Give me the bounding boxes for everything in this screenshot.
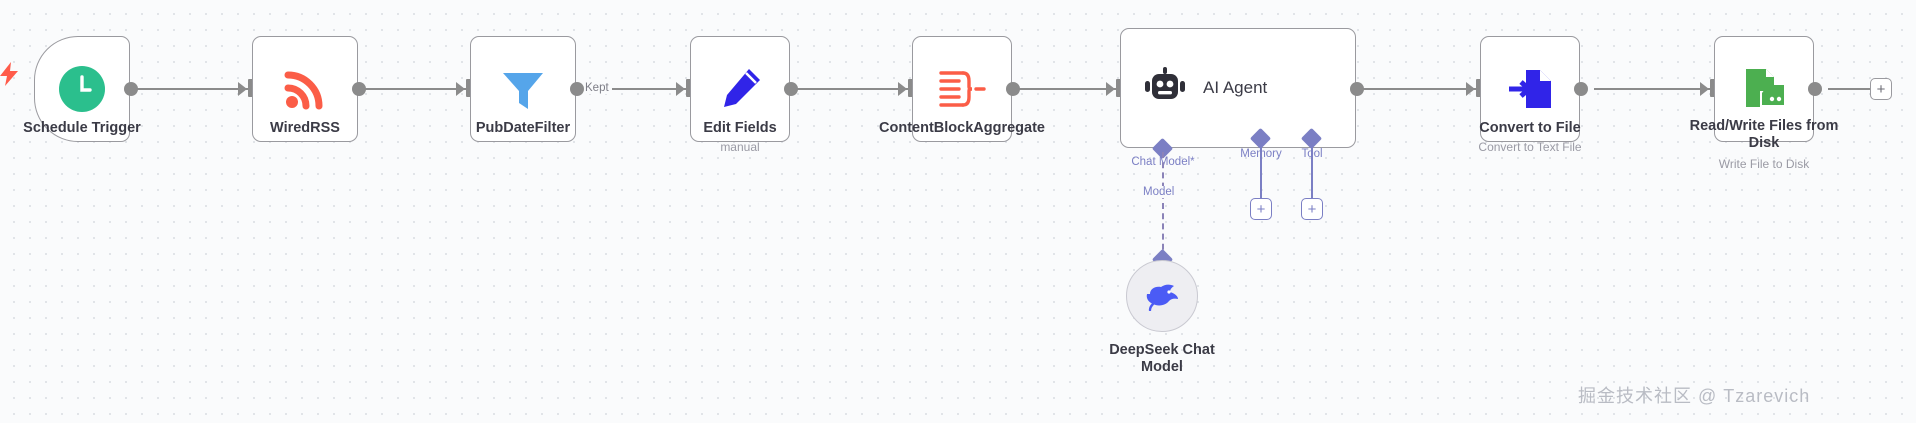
filter-funnel-icon: [503, 73, 543, 109]
edge-chat-model-dashed: [1162, 152, 1164, 260]
node-label-content-block-aggregate: ContentBlockAggregate: [879, 120, 1045, 136]
node-content-block-aggregate[interactable]: [912, 36, 1012, 142]
edge-arrow: [238, 82, 247, 96]
output-port-wired-rss[interactable]: [352, 82, 366, 96]
node-label-wired-rss: WiredRSS: [270, 120, 340, 136]
output-port-convert-to-file[interactable]: [1574, 82, 1588, 96]
edge-readwrite-to-add: [1828, 88, 1870, 90]
input-port-convert-to-file[interactable]: [1476, 79, 1483, 97]
output-port-content-block-aggregate[interactable]: [1006, 82, 1020, 96]
node-subtitle-edit-fields: manual: [720, 140, 760, 154]
node-schedule-trigger[interactable]: [34, 36, 130, 142]
edge-filter-to-edit: [570, 88, 690, 90]
edge-arrow: [1700, 82, 1709, 96]
watermark-text: 掘金技术社区 @ Tzarevich: [1578, 386, 1811, 406]
edge-arrow: [1466, 82, 1475, 96]
input-port-wired-rss[interactable]: [248, 79, 255, 97]
node-label-edit-fields: Edit Fields: [703, 120, 777, 136]
node-edit-fields[interactable]: [690, 36, 790, 142]
node-label-pub-date-filter: PubDateFilter: [475, 120, 571, 136]
node-pub-date-filter[interactable]: [470, 36, 576, 142]
edge-agent-to-convert: [1356, 88, 1480, 90]
node-ai-agent[interactable]: AI Agent: [1120, 28, 1356, 148]
edge-memory-line: [1260, 142, 1262, 202]
lightning-bolt-icon: [0, 62, 18, 90]
output-port-pub-date-filter[interactable]: [570, 82, 584, 96]
clock-icon: [59, 66, 105, 112]
node-label-convert-to-file: Convert to File: [1479, 120, 1581, 136]
edge-trigger-to-rss: [130, 88, 252, 90]
rss-icon: [284, 71, 323, 110]
node-label-read-write-files: Read/Write Files from Disk: [1689, 118, 1839, 151]
output-port-ai-agent[interactable]: [1350, 82, 1364, 96]
input-port-content-block-aggregate[interactable]: [908, 79, 915, 97]
edge-arrow: [898, 82, 907, 96]
edge-convert-to-readwrite: [1594, 88, 1714, 90]
input-port-ai-agent[interactable]: [1116, 79, 1123, 97]
aggregate-icon: [939, 71, 986, 107]
file-disk-icon: [1746, 69, 1784, 107]
node-deepseek-chat-model[interactable]: [1126, 260, 1198, 332]
output-port-edit-fields[interactable]: [784, 82, 798, 96]
edge-arrow: [456, 82, 465, 96]
node-label-schedule-trigger: Schedule Trigger: [23, 120, 141, 136]
add-node-button[interactable]: +: [1870, 78, 1892, 100]
edge-rss-to-filter: [358, 88, 470, 90]
output-port-read-write-files[interactable]: [1808, 82, 1822, 96]
edge-label-kept: Kept: [582, 82, 612, 94]
add-tool-button[interactable]: +: [1301, 198, 1323, 220]
node-subtitle-convert-to-file: Convert to Text File: [1478, 140, 1582, 154]
input-port-pub-date-filter[interactable]: [466, 79, 473, 97]
edge-edit-to-aggregate: [790, 88, 912, 90]
node-subtitle-read-write-files: Write File to Disk: [1718, 157, 1810, 171]
output-port-schedule-trigger[interactable]: [124, 82, 138, 96]
edge-arrow: [676, 82, 685, 96]
deepseek-whale-icon: [1146, 284, 1178, 311]
node-convert-to-file[interactable]: [1480, 36, 1580, 142]
pencil-icon: [724, 69, 760, 107]
edge-aggregate-to-agent: [1012, 88, 1120, 90]
convert-to-file-icon: [1509, 70, 1551, 108]
node-label-deepseek-chat-model: DeepSeek Chat Model: [1109, 342, 1215, 375]
node-title-ai-agent: AI Agent: [1203, 78, 1268, 97]
edge-tool-line: [1311, 142, 1313, 202]
edge-arrow: [1106, 82, 1115, 96]
input-port-read-write-files[interactable]: [1710, 79, 1717, 97]
edge-label-model: Model: [1140, 186, 1178, 198]
node-read-write-files[interactable]: [1714, 36, 1814, 142]
add-memory-button[interactable]: +: [1250, 198, 1272, 220]
robot-icon: [1145, 67, 1185, 99]
input-port-edit-fields[interactable]: [686, 79, 693, 97]
